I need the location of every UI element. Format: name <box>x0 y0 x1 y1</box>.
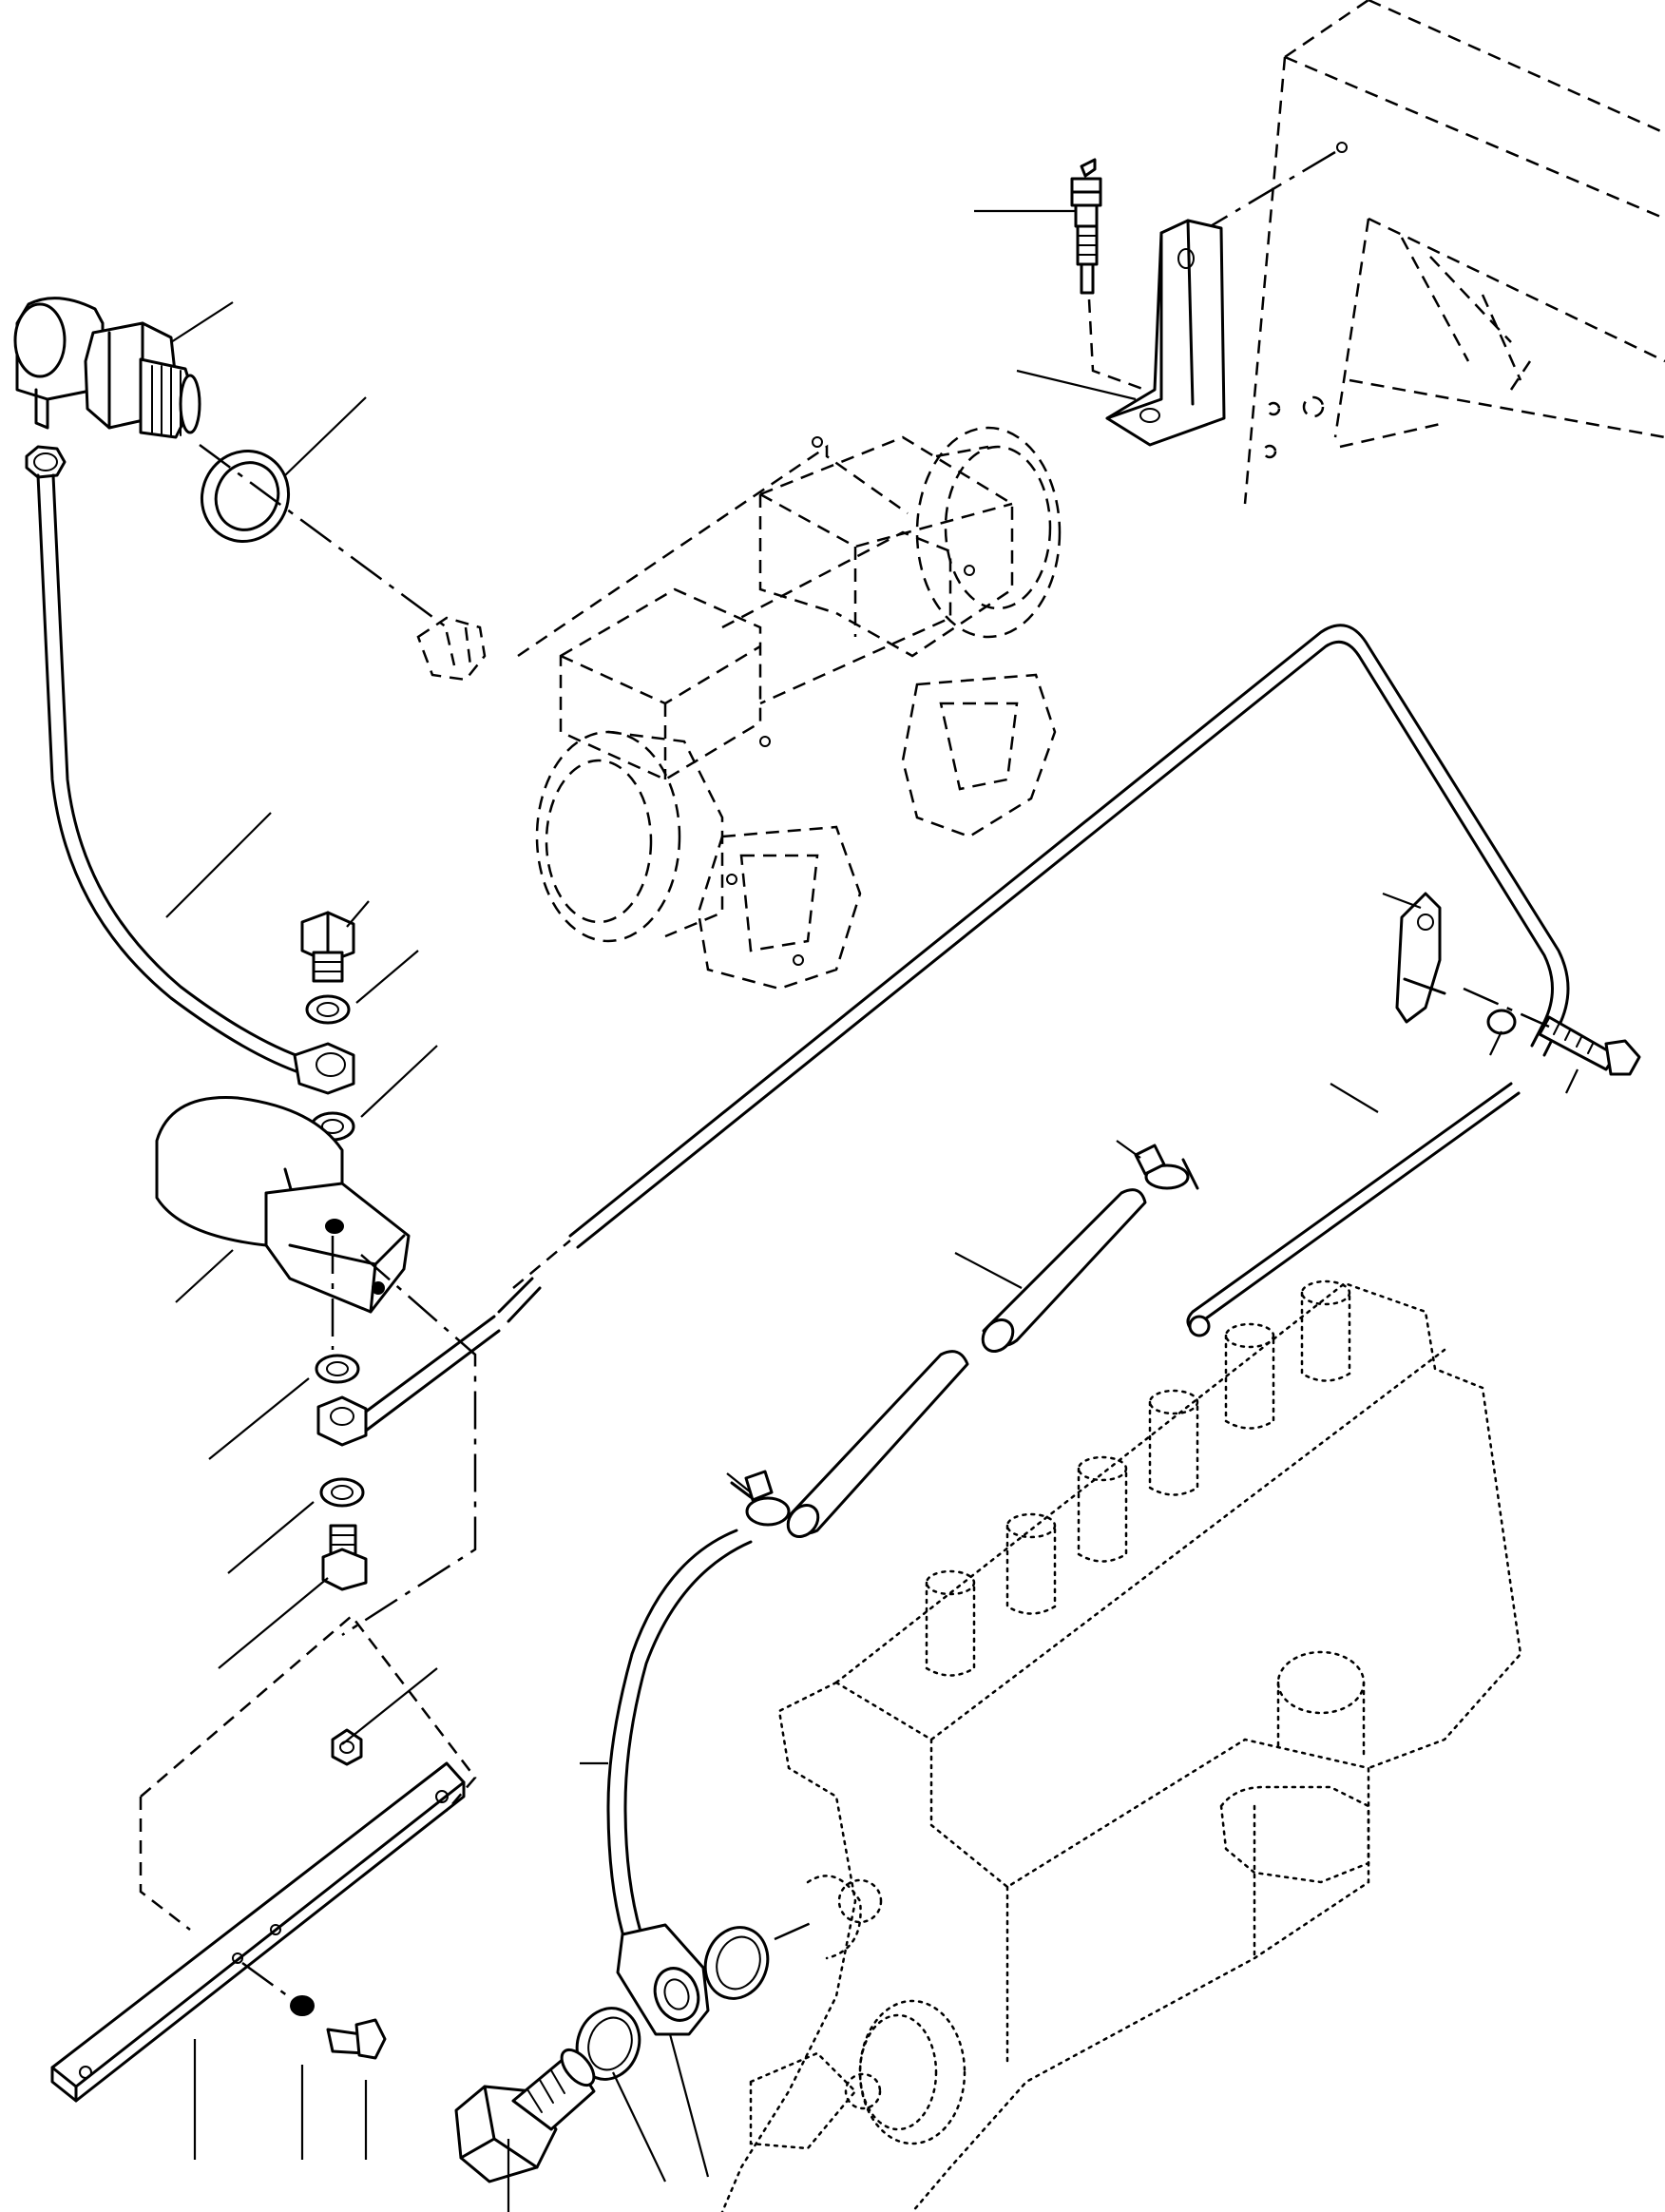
banjo-bolt-upper <box>300 911 355 1142</box>
upper-pipe <box>36 473 355 1095</box>
rubber-hose <box>786 1188 1147 1538</box>
sealing-washers-lower <box>575 1918 818 2081</box>
engine-block-outline <box>1182 0 1665 505</box>
manifold-housing-outline <box>416 426 1062 991</box>
plate-nut <box>331 1728 363 1766</box>
plate-bolt <box>241 1961 387 2060</box>
lower-pipe <box>606 1529 753 2036</box>
hose-clamp-upper <box>1134 1144 1199 1190</box>
temperature-sender <box>13 297 201 479</box>
clip-bolt <box>1463 987 1641 1076</box>
hose-clamp-lower <box>730 1470 791 1527</box>
mounting-plate <box>50 1614 477 2103</box>
pipe-clip <box>1395 892 1446 1024</box>
mounting-bracket-upper <box>1105 219 1226 447</box>
injection-pump-outline <box>720 1279 1522 2212</box>
delivery-valve-holders <box>925 1279 1351 1677</box>
temperature-switch <box>1070 158 1146 392</box>
lower-banjo-stack <box>315 1254 501 1637</box>
long-pipe <box>497 624 1570 1337</box>
leader-lines <box>165 209 1579 2212</box>
sealing-washer-upper <box>200 450 291 543</box>
solenoid-valve <box>155 1096 411 1350</box>
banjo-bolt-lower <box>454 2048 596 2183</box>
assembly-line <box>199 443 448 629</box>
